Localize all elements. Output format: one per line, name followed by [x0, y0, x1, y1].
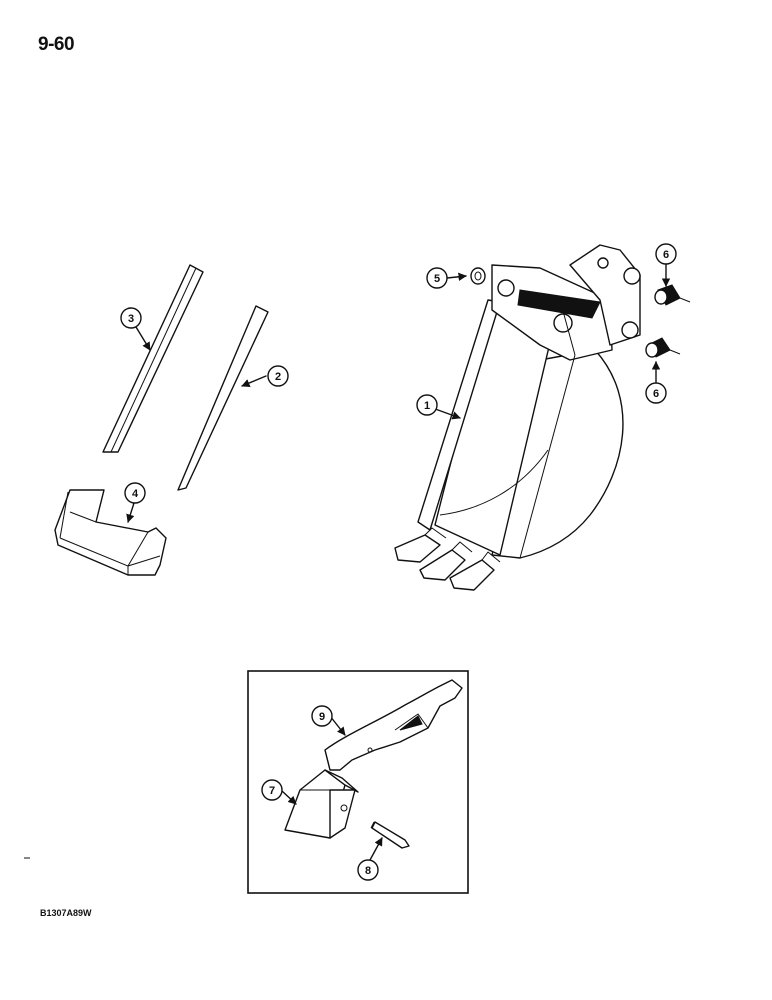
svg-text:7: 7 — [269, 785, 275, 797]
page-number: 9-60 — [38, 34, 75, 55]
svg-text:2: 2 — [275, 371, 281, 383]
side-cutter-2 — [177, 305, 269, 491]
bucket-1 — [394, 244, 641, 591]
wear-plate-4 — [54, 489, 167, 576]
callout-3: 3 — [120, 307, 142, 329]
svg-text:5: 5 — [434, 273, 440, 285]
callout-9: 9 — [311, 705, 333, 727]
callout-2: 2 — [267, 365, 289, 387]
svg-text:8: 8 — [365, 865, 371, 877]
svg-text:4: 4 — [132, 488, 139, 500]
svg-text:1: 1 — [424, 400, 430, 412]
svg-text:6: 6 — [653, 388, 659, 400]
tooth-adapter-9 — [324, 679, 463, 771]
tooth-point-7 — [284, 769, 359, 839]
callout-7: 7 — [261, 779, 283, 801]
callout-1: 1 — [416, 394, 438, 416]
svg-text:6: 6 — [663, 249, 669, 261]
callout-6-upper: 6 — [655, 243, 677, 265]
svg-text:3: 3 — [128, 313, 134, 325]
callout-6-lower: 6 — [645, 382, 667, 404]
bushing-6-lower — [645, 337, 681, 358]
bushing-6-upper — [654, 284, 691, 306]
callout-5: 5 — [426, 267, 448, 289]
svg-text:9: 9 — [319, 711, 325, 723]
figure-code: B1307A89W — [40, 908, 92, 918]
inset-frame — [247, 670, 469, 894]
bushing-5 — [470, 267, 486, 285]
callout-4: 4 — [124, 482, 146, 504]
callout-8: 8 — [357, 859, 379, 881]
pin-8 — [370, 821, 410, 849]
side-cutter-3 — [102, 264, 204, 453]
